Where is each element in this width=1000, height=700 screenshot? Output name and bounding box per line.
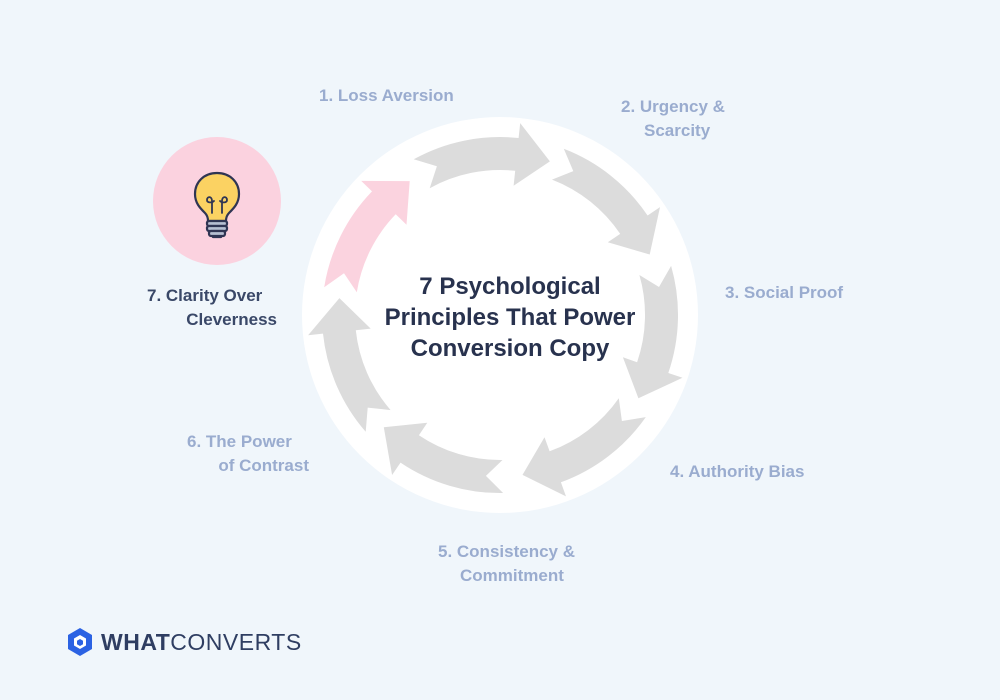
label-line: 7. Clarity Over (147, 286, 263, 305)
lightbulb-icon (193, 171, 241, 239)
cycle-arrows (308, 123, 683, 497)
cycle-arrow-6 (308, 298, 391, 432)
label-urgency-scarcity: 2. Urgency & Scarcity (621, 95, 725, 143)
brand-name-bold: WHAT (101, 628, 171, 655)
label-line: Cleverness (186, 310, 277, 329)
inner-disc (370, 185, 630, 445)
label-line: 1. Loss Aversion (319, 86, 454, 105)
label-line: 4. Authority Bias (670, 462, 805, 481)
label-consistency-commitment: 5. Consistency & Commitment (438, 540, 575, 588)
label-line: Scarcity (644, 121, 711, 140)
title-line: Principles That Power (384, 304, 636, 331)
cycle-arrow-2 (552, 148, 660, 255)
label-clarity-over-cleverness: 7. Clarity Over Cleverness (147, 284, 277, 332)
label-line: 5. Consistency & (438, 542, 575, 561)
whatconverts-logo-icon (68, 628, 92, 656)
cycle-arrow-1 (413, 123, 550, 189)
cycle-arrow-4 (522, 398, 646, 497)
label-line: 6. The Power (187, 432, 292, 451)
label-line: of Contrast (218, 456, 309, 475)
cycle-arrow-5 (383, 422, 504, 494)
label-authority-bias: 4. Authority Bias (670, 460, 804, 484)
title-line: 7 Psychological (419, 273, 601, 300)
label-line: Commitment (460, 566, 564, 585)
cycle-arrow-3 (622, 265, 683, 399)
label-loss-aversion: 1. Loss Aversion (319, 84, 454, 108)
cycle-arrow-7 (324, 180, 410, 293)
brand-logo: WHATCONVERTS (67, 627, 302, 657)
label-power-of-contrast: 6. The Power of Contrast (187, 430, 309, 478)
label-social-proof: 3. Social Proof (725, 281, 843, 305)
brand-name: WHATCONVERTS (101, 629, 302, 656)
brand-name-light: CONVERTS (170, 628, 302, 655)
label-line: 2. Urgency & (621, 97, 725, 116)
title-line: Conversion Copy (410, 335, 610, 362)
label-line: 3. Social Proof (725, 283, 844, 302)
diagram-title: 7 Psychological Principles That Power Co… (350, 271, 670, 364)
